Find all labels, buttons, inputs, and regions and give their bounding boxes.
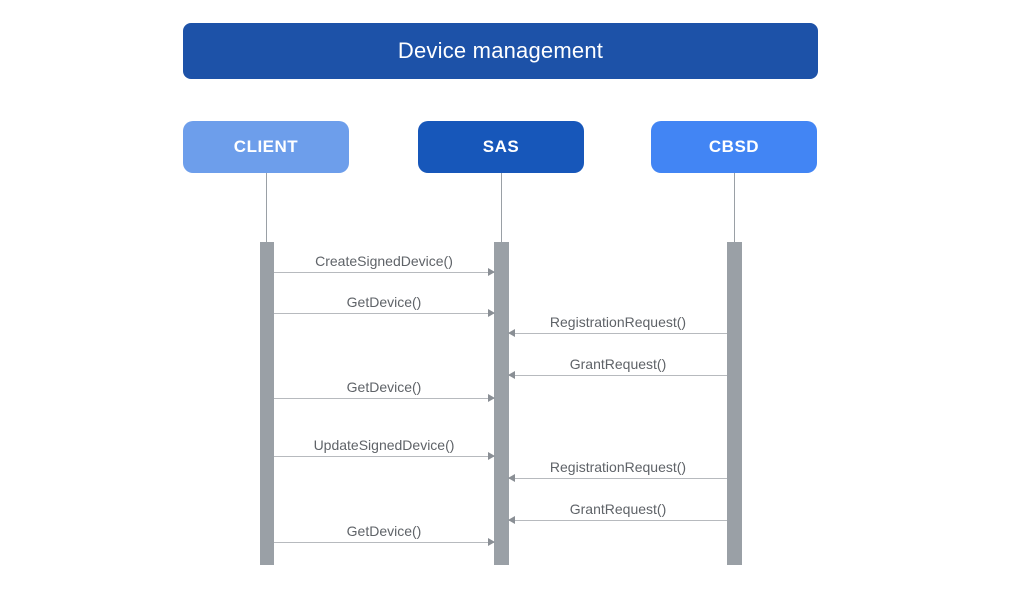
actor-sas-label: SAS	[482, 137, 520, 156]
message-get-device-1: GetDevice()	[274, 294, 495, 317]
message-registration-request-2: RegistrationRequest()	[508, 459, 727, 482]
activation-bar-cbsd	[727, 242, 742, 565]
actor-client-label: CLIENT	[233, 137, 299, 156]
activation-bar-client	[260, 242, 274, 565]
message-label: RegistrationRequest()	[549, 314, 687, 330]
activation-bar-sas	[494, 242, 509, 565]
message-label: UpdateSignedDevice()	[313, 437, 455, 453]
message-label: GetDevice()	[346, 379, 422, 395]
diagram-title-banner: Device management	[183, 23, 818, 79]
actor-client: CLIENT	[183, 121, 349, 173]
arrow-right-icon	[274, 394, 495, 402]
message-create-signed-device: CreateSignedDevice()	[274, 253, 495, 276]
actor-cbsd: CBSD	[651, 121, 817, 173]
arrow-right-icon	[274, 268, 495, 276]
arrow-left-icon	[508, 516, 727, 524]
arrow-left-icon	[508, 371, 727, 379]
arrow-right-icon	[274, 452, 495, 460]
message-label: GrantRequest()	[569, 356, 667, 372]
lifeline-cbsd	[734, 173, 735, 242]
arrow-left-icon	[508, 329, 727, 337]
message-update-signed-device: UpdateSignedDevice()	[274, 437, 495, 460]
actor-sas: SAS	[418, 121, 584, 173]
message-get-device-2: GetDevice()	[274, 379, 495, 402]
lifeline-sas	[501, 173, 502, 242]
diagram-title: Device management	[397, 38, 604, 63]
actor-cbsd-label: CBSD	[708, 137, 760, 156]
message-grant-request-1: GrantRequest()	[508, 356, 727, 379]
lifeline-client	[266, 173, 267, 242]
arrow-left-icon	[508, 474, 727, 482]
message-label: GetDevice()	[346, 523, 422, 539]
message-label: RegistrationRequest()	[549, 459, 687, 475]
message-grant-request-2: GrantRequest()	[508, 501, 727, 524]
message-label: GetDevice()	[346, 294, 422, 310]
arrow-right-icon	[274, 538, 495, 546]
arrow-right-icon	[274, 309, 495, 317]
message-label: CreateSignedDevice()	[315, 253, 453, 269]
message-label: GrantRequest()	[569, 501, 667, 517]
message-get-device-3: GetDevice()	[274, 523, 495, 546]
message-registration-request-1: RegistrationRequest()	[508, 314, 727, 337]
